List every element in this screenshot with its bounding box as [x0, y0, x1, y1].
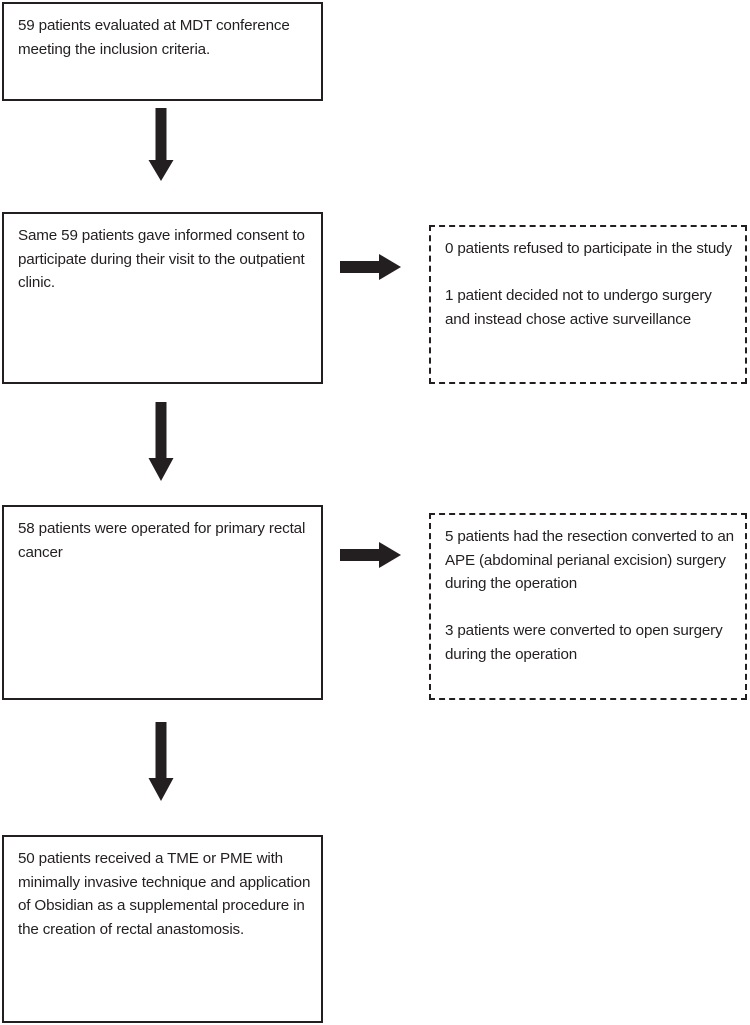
flow-node-3-text: 58 patients were operated for primary re…: [18, 520, 306, 561]
arrow-right-1-icon: [340, 252, 402, 282]
arrow-down-2-icon: [146, 402, 176, 482]
flow-node-4-text: 50 patients received a TME or PME with m…: [18, 850, 311, 938]
arrow-right-2-icon: [340, 540, 402, 570]
flow-node-2: Same 59 patients gave informed consent t…: [2, 212, 323, 384]
flow-node-1-text: 59 patients evaluated at MDT conference …: [18, 17, 290, 58]
flow-exclusion-1: 0 patients refused to participate in the…: [429, 225, 747, 384]
arrow-down-1-icon: [146, 108, 176, 182]
arrow-down-3-icon: [146, 722, 176, 802]
flow-exclusion-2-text: 5 patients had the resection converted t…: [445, 528, 734, 663]
flow-node-3: 58 patients were operated for primary re…: [2, 505, 323, 700]
flow-node-2-text: Same 59 patients gave informed consent t…: [18, 227, 305, 291]
flow-node-4: 50 patients received a TME or PME with m…: [2, 835, 323, 1023]
flow-node-1: 59 patients evaluated at MDT conference …: [2, 2, 323, 101]
flow-exclusion-1-text: 0 patients refused to participate in the…: [445, 240, 732, 328]
flow-exclusion-2: 5 patients had the resection converted t…: [429, 513, 747, 700]
